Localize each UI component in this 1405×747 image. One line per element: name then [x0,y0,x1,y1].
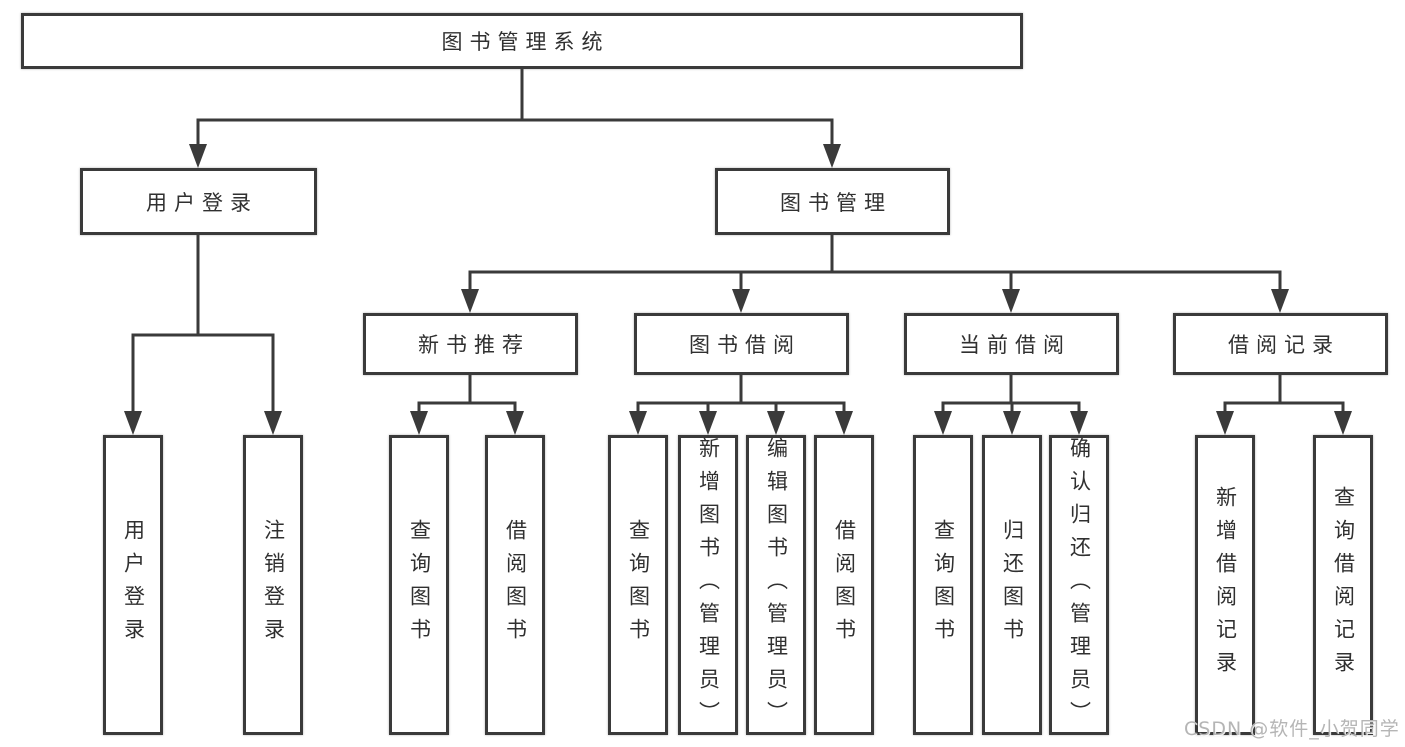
leaf-logout-label: 注销登录 [261,519,286,651]
node-library-system-label: 图书管理系统 [441,30,610,54]
leaf-query-books-1-label: 查询图书 [407,519,432,651]
leaf-borrow-books-2-label: 借阅图书 [832,519,857,651]
leaf-query-books-1: 查询图书 [389,435,449,735]
leaf-return-books: 归还图书 [982,435,1042,735]
node-book-management: 图书管理 [715,168,950,235]
leaf-add-book-admin-label: 新增图书（管理员） [696,436,721,734]
node-new-book-recommend-label: 新书推荐 [418,333,530,357]
node-book-borrow-label: 图书借阅 [689,333,801,357]
leaf-confirm-return-admin: 确认归还（管理员） [1049,435,1109,735]
connector-user-login-branch [124,235,282,435]
node-library-system: 图书管理系统 [21,13,1023,69]
leaf-add-borrow-record: 新增借阅记录 [1195,435,1255,735]
node-borrow-records: 借阅记录 [1173,313,1388,375]
leaf-confirm-return-admin-label: 确认归还（管理员） [1067,436,1092,734]
node-book-borrow: 图书借阅 [634,313,849,375]
node-borrow-records-label: 借阅记录 [1228,333,1340,357]
connector-root-to-level2 [189,69,841,168]
leaf-borrow-books-1-label: 借阅图书 [503,519,528,651]
connector-book-borrow-group [629,375,853,435]
leaf-user-login-label: 用户登录 [121,519,146,651]
node-user-login: 用户登录 [80,168,317,235]
node-current-borrow-label: 当前借阅 [959,333,1071,357]
node-current-borrow: 当前借阅 [904,313,1119,375]
leaf-edit-book-admin-label: 编辑图书（管理员） [764,436,789,734]
leaf-borrow-books-1: 借阅图书 [485,435,545,735]
connector-new-book-recommend-group [410,375,524,435]
leaf-query-books-3: 查询图书 [913,435,973,735]
leaf-edit-book-admin: 编辑图书（管理员） [746,435,806,735]
leaf-return-books-label: 归还图书 [1000,519,1025,651]
leaf-add-book-admin: 新增图书（管理员） [678,435,738,735]
leaf-query-borrow-record-label: 查询借阅记录 [1331,486,1356,684]
connector-current-borrow-group [934,375,1088,435]
connector-borrow-records-group [1216,375,1352,435]
leaf-borrow-books-2: 借阅图书 [814,435,874,735]
node-new-book-recommend: 新书推荐 [363,313,578,375]
leaf-logout: 注销登录 [243,435,303,735]
leaf-query-books-3-label: 查询图书 [931,519,956,651]
leaf-add-borrow-record-label: 新增借阅记录 [1213,486,1238,684]
leaf-query-books-2-label: 查询图书 [626,519,651,651]
watermark: CSDN @软件_小贺同学 [1184,718,1400,740]
connector-book-management-branch [461,235,1289,313]
node-book-management-label: 图书管理 [780,190,892,215]
leaf-query-books-2: 查询图书 [608,435,668,735]
leaf-query-borrow-record: 查询借阅记录 [1313,435,1373,735]
node-user-login-label: 用户登录 [146,190,258,215]
leaf-user-login: 用户登录 [103,435,163,735]
